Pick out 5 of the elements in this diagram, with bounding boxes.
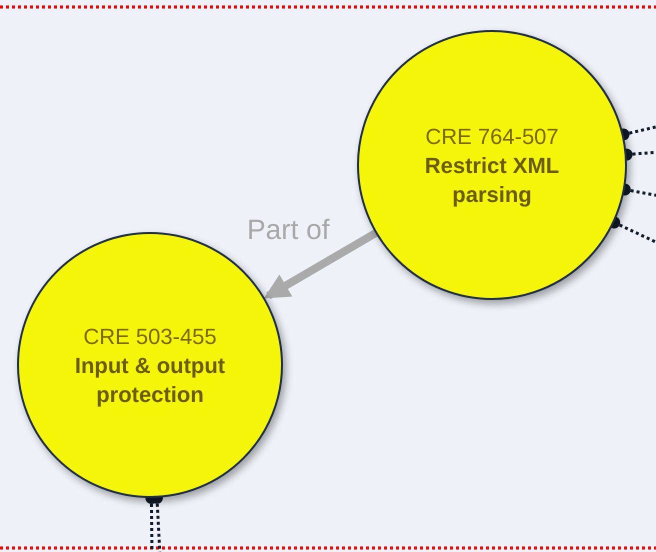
node-id: CRE 764-507 bbox=[425, 122, 559, 150]
node-id: CRE 503-455 bbox=[83, 322, 217, 350]
arrow bbox=[264, 230, 378, 300]
node-title: Input & output protection bbox=[74, 352, 226, 408]
node-title: Restrict XML parsing bbox=[424, 152, 560, 208]
